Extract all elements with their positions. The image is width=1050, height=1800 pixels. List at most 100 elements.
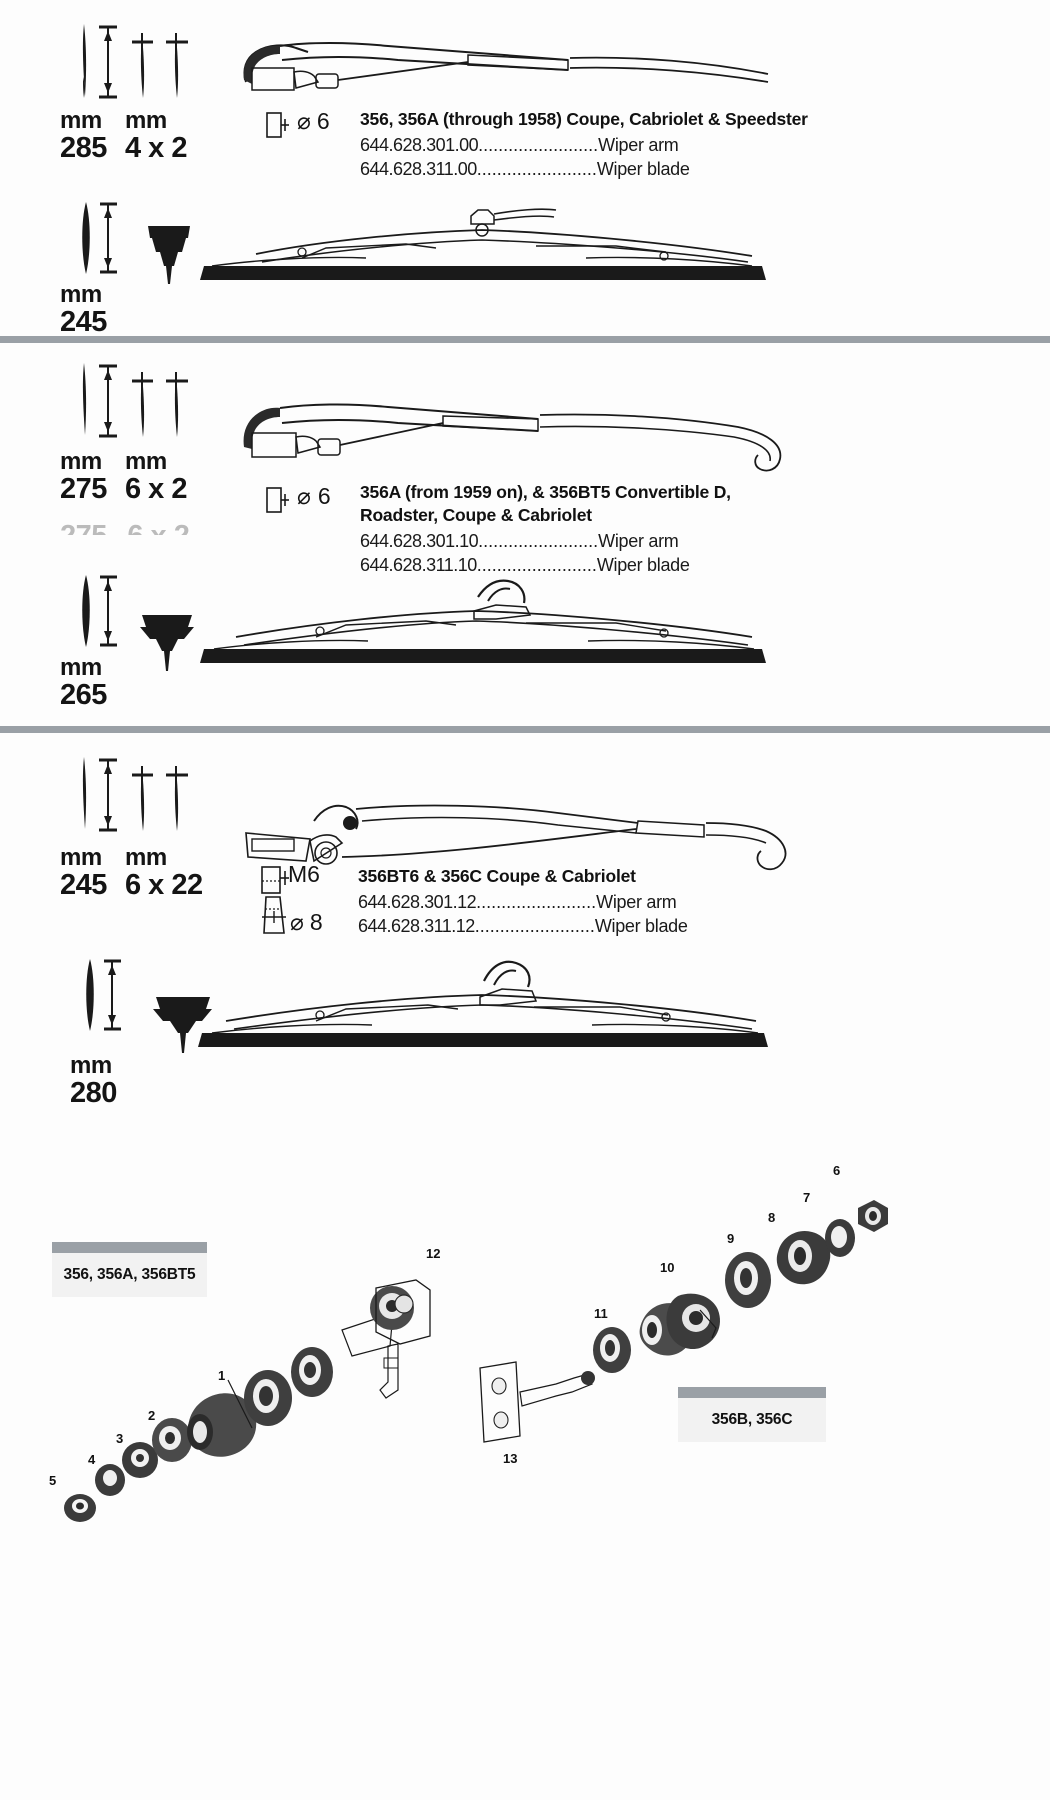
spec-title: 356A (from 1959 on), & 356BT5 Convertibl… [360,482,731,502]
spec-block-2: 356A (from 1959 on), & 356BT5 Convertibl… [360,481,1000,578]
callout-3: 3 [116,1431,124,1446]
leader-dots: ........................ [476,892,597,913]
leader-dots: ........................ [478,531,599,552]
spec-block-1: 356, 356A (through 1958) Coupe, Cabriole… [360,108,1000,182]
leader-dots: ........................ [476,555,597,576]
blade-profile-245b-icon [82,757,117,832]
part-line: 644.628.301.00........................Wi… [360,134,1000,158]
measurement-unit: mm [125,448,167,475]
wiper-arm-drawing-2 [243,403,782,472]
section-3: mm 245 mm 6 x 22 [0,733,1050,1133]
callout-7: 7 [803,1190,811,1205]
refill-strips-4x2-icon [132,33,188,98]
part-name: Wiper arm [598,531,679,552]
measurement-245-s3: mm 245 [60,845,107,901]
callout-10: 10 [660,1260,675,1275]
blade-profile-265-icon [82,575,117,647]
blade-profile-285-icon [82,24,117,99]
measurement-unit: mm [125,844,167,871]
section-divider-2 [0,726,1050,733]
refill-strips-6x22-icon [132,766,188,831]
thread-stud-icon [266,487,289,513]
wiper-arm-drawing-1 [243,42,769,91]
section-1: mm 285 mm 4 x 2 ⌀6 [0,0,1050,338]
measurement-265: mm 265 [60,655,107,711]
measurement-value: 245 [60,306,107,339]
exploded-parts-illustration [64,1200,888,1522]
refill-strips-6x2-icon [132,372,188,437]
measurement-value: 275 [60,473,107,506]
wiper-blade-drawing-1 [200,208,766,280]
measurement-ghost-row: 275 6 x 2 [60,521,189,535]
blade-profile-275-icon [82,363,117,438]
exploded-diagram: 356, 356A, 356BT5 356B, 356C [0,1140,1050,1800]
part-line: 644.628.311.00........................Wi… [360,158,1000,182]
part-number: 644.628.301.12 [358,892,477,913]
wiper-blade-drawing-2 [200,579,766,663]
measurement-unit: mm [60,654,102,681]
callout-8: 8 [768,1210,776,1225]
part-line: 644.628.301.10........................Wi… [360,530,1000,554]
leader-dots: ........................ [474,916,595,937]
callout-13: 13 [503,1451,518,1466]
part-name: Wiper blade [594,916,688,937]
category-label-right[interactable]: 356B, 356C [678,1398,826,1442]
measurement-value: 6 x 2 [125,473,188,506]
leader-dots: ........................ [478,135,599,156]
leader-dots: ........................ [476,159,597,180]
measurement-unit: mm [70,1052,112,1079]
part-name: Wiper blade [596,159,690,180]
callout-5: 5 [49,1473,57,1488]
diameter-value: 8 [309,909,323,935]
part-number: 644.628.311.10 [360,555,477,576]
taper-pin-icon [262,896,286,934]
measurement-value-ghost: 275 [60,521,107,535]
part-line: 644.628.311.12........................Wi… [358,915,998,939]
thread-diameter-callout-3: ⌀8 [290,909,323,936]
wiper-blade-drawing-3 [198,960,768,1047]
diameter-symbol: ⌀ [290,909,304,935]
category-bar-left [52,1242,207,1253]
thread-diameter-callout-1: ⌀6 [297,108,330,135]
blade-profile-280-icon [86,959,121,1031]
measurement-280: mm 280 [70,1053,117,1109]
thread-size-value: M6 [288,861,320,887]
part-line: 644.628.311.10........................Wi… [360,554,1000,578]
thread-bolt-icon [261,866,289,894]
measurement-245-s1: mm 245 [60,282,107,338]
part-number: 644.628.311.00 [360,159,477,180]
wiper-arm-drawing-3 [245,804,787,871]
callout-11: 11 [594,1306,608,1321]
spec-title: 356BT6 & 356C Coupe & Cabriolet [358,866,636,886]
measurement-6x2: mm 6 x 2 [125,448,188,506]
spec-title: 356, 356A (through 1958) Coupe, Cabriole… [360,109,808,129]
category-label-left[interactable]: 356, 356A, 356BT5 [52,1253,207,1297]
mounting-clip-icon [153,997,212,1053]
callout-1: 1 [218,1368,226,1383]
callout-9: 9 [727,1231,735,1246]
thread-stud-icon [266,112,289,138]
measurement-285: mm 285 [60,108,107,164]
thread-diameter-callout-2: ⌀6 [297,483,331,510]
thread-size-callout-m6: M6 [288,861,320,888]
measurement-value: 280 [70,1077,117,1110]
part-line: 644.628.301.12........................Wi… [358,891,998,915]
diameter-symbol: ⌀ [297,483,311,509]
measurement-275: mm 275 [60,449,107,505]
part-name: Wiper arm [598,135,679,156]
mounting-clip-icon [148,226,190,284]
diameter-symbol: ⌀ [297,108,311,134]
measurement-4x2: mm 4 x 2 [125,108,188,165]
measurement-unit: mm [60,281,102,308]
measurement-value: 4 x 2 [125,132,188,165]
callout-2: 2 [148,1408,156,1423]
spec-title-line2: Roadster, Coupe & Cabriolet [360,505,592,526]
part-number: 644.628.301.10 [360,531,479,552]
callout-12: 12 [426,1246,441,1261]
measurement-value: 285 [60,132,107,165]
measurement-6x22: mm 6 x 22 [125,845,203,901]
section-2: mm 275 mm 6 x 2 275 6 x 2 [0,343,1050,726]
callout-6: 6 [833,1163,841,1178]
blade-profile-245-icon [82,202,117,274]
